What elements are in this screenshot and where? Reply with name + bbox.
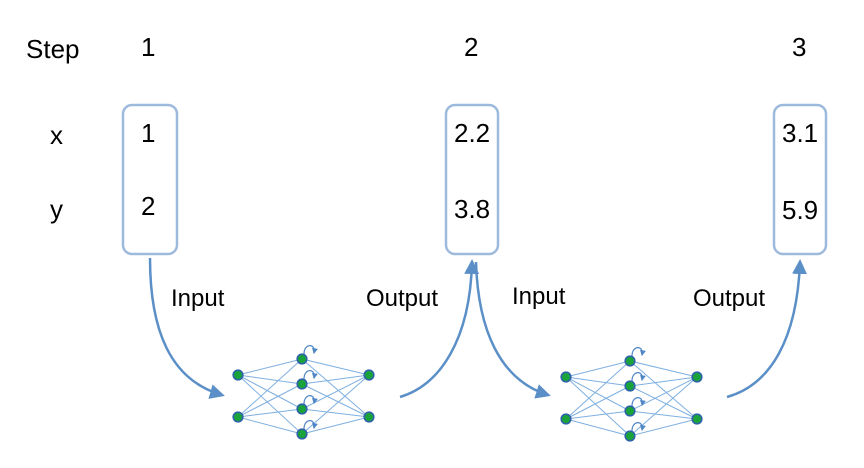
nn-edge [301,358,370,418]
step-2-y-value: 3.8 [454,194,490,224]
nn-node [624,355,636,367]
step-2-vector-box [444,103,500,256]
neural-network-icon [232,345,375,440]
output-label-1: Output [366,285,438,312]
step-3: 3 3.1 5.9 [772,32,828,256]
nn-edge [629,360,698,378]
recurrent-loop-icon [631,397,646,407]
y-row-label: y [50,194,63,224]
step-2: 2 2.2 3.8 [444,32,500,256]
nn-edge [565,376,631,412]
step-3-number: 3 [792,32,806,62]
nn-edge [301,416,370,435]
nn-node [232,411,244,423]
step-2-number: 2 [464,32,478,62]
nn-edge [301,374,370,385]
nn-edge [629,418,698,437]
recurrent-loop-icon [303,420,318,430]
nn-node [624,430,636,442]
recurrent-loop-icon [631,372,646,382]
step-row-label: Step [26,34,80,64]
nn-edge [237,408,303,418]
nn-node [560,371,572,383]
output-arrow-2 [726,259,808,399]
step-3-x-value: 3.1 [782,118,818,148]
output-label-2: Output [693,285,765,312]
recurrent-loop-icon [303,345,318,355]
nn-edge [237,383,303,418]
input-arrow-1 [148,257,225,399]
nn-node [296,353,308,365]
nn-node [296,428,308,440]
nn-node [296,378,308,390]
nn-node [363,411,375,423]
nn-edge [237,374,303,435]
nn-edge [237,416,303,435]
nn-node [624,380,636,392]
nn-edge [565,385,631,420]
nn-edge [565,410,631,420]
nn-edge [629,360,698,420]
nn-edge [629,385,698,420]
nn-edge [565,376,631,387]
step-3-vector-box [772,103,828,256]
step-1: 1 1 2 [121,32,179,256]
recurrent-loop-icon [631,347,646,357]
nn-edge [237,374,303,385]
x-row-label: x [50,120,63,150]
nn-node [560,413,572,425]
nn-node [232,369,244,381]
nn-edge [629,376,698,387]
step-3-y-value: 5.9 [782,195,818,225]
recurrent-loop-icon [303,395,318,405]
nn-edge [565,360,631,420]
nn-edge [565,360,631,378]
neural-network-icon [560,347,703,442]
nn-edge [237,358,303,418]
nn-node [691,413,703,425]
nn-edge [301,358,370,376]
recurrent-loop-icon [303,370,318,380]
nn-edge [301,408,370,418]
step-1-vector-box [121,103,179,256]
nn-edge [629,410,698,420]
step-1-number: 1 [141,32,155,62]
step-2-x-value: 2.2 [454,118,490,148]
input-label-2: Input [512,283,566,310]
nn-node [691,371,703,383]
nn-edge [237,358,303,376]
nn-node [296,403,308,415]
nn-edge [565,376,631,437]
nn-edge [237,374,303,410]
nn-node [624,405,636,417]
recurrent-loop-icon [631,422,646,432]
input-label-1: Input [171,285,225,312]
output-arrow-1 [399,259,480,399]
nn-edge [565,418,631,437]
step-1-x-value: 1 [141,118,155,148]
input-arrow-2 [474,261,551,399]
nn-node [363,369,375,381]
nn-edge [301,383,370,418]
step-1-y-value: 2 [141,191,155,221]
